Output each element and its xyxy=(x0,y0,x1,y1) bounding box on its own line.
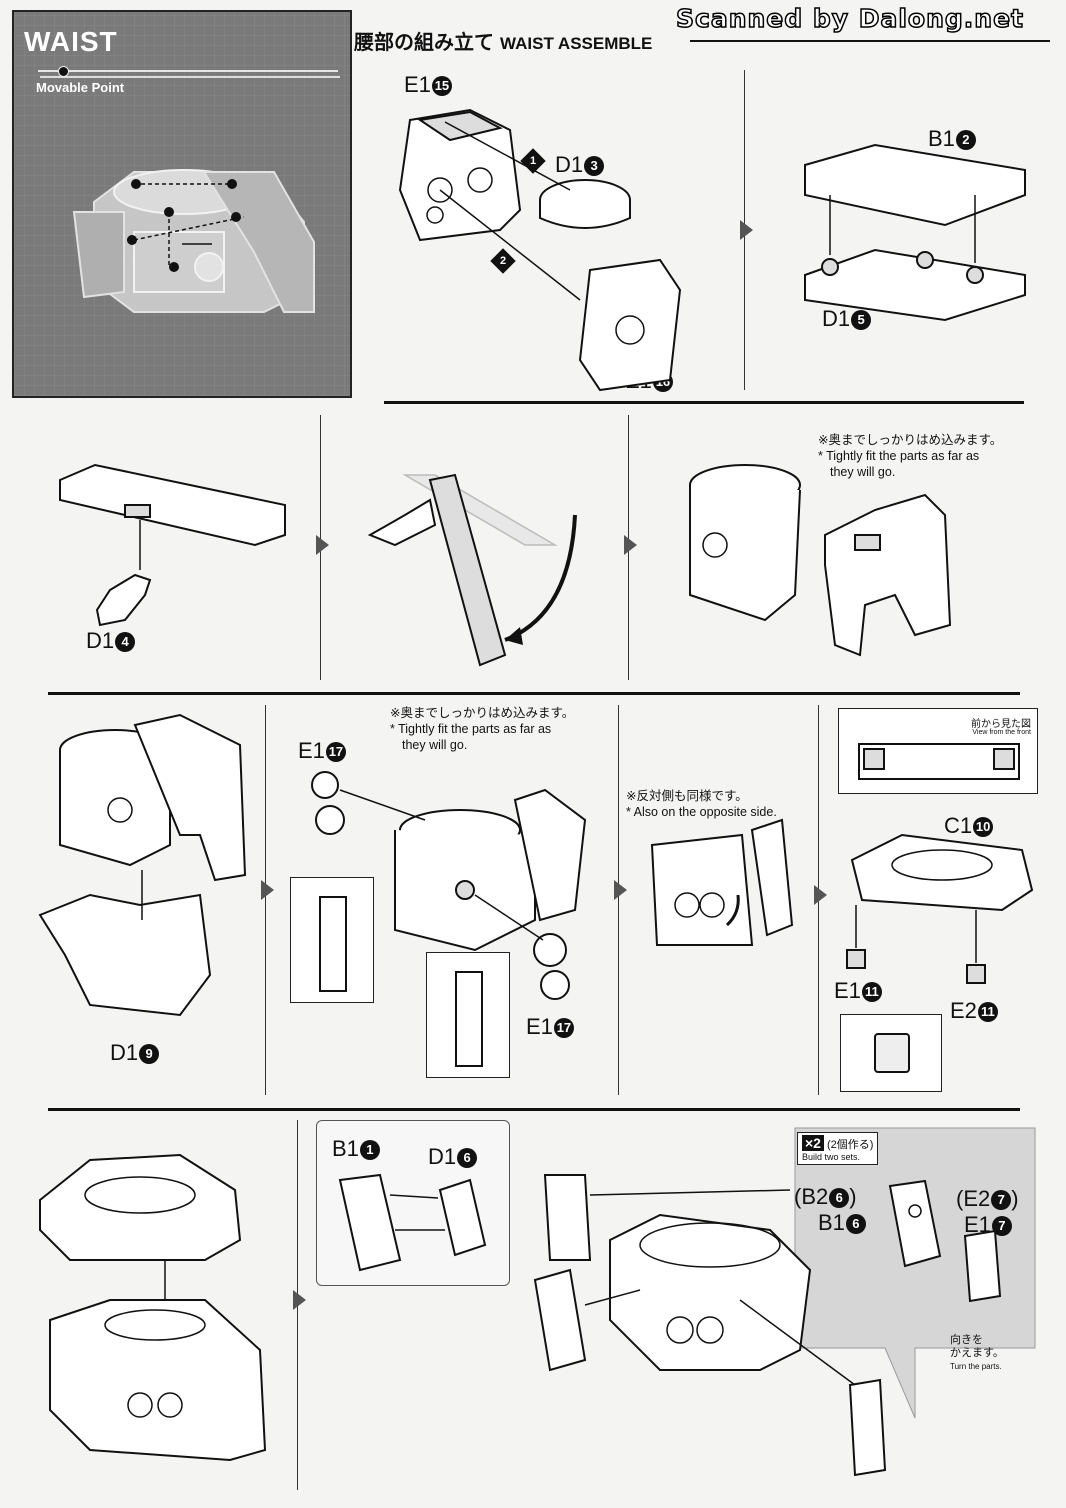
x2-label: ×2 xyxy=(802,1135,824,1151)
section-divider-3 xyxy=(48,1108,1020,1111)
page-title-en: WAIST ASSEMBLE xyxy=(500,34,653,53)
next-step-arrow xyxy=(740,220,753,240)
title-divider xyxy=(38,70,338,72)
step12-callout-diagram xyxy=(888,1179,1002,1303)
step2-diagram xyxy=(804,143,1026,322)
build-two-sets-badge: ×2(2個作る) Build two sets. xyxy=(797,1132,879,1165)
step11-diagram xyxy=(338,1173,487,1272)
step9-diagram xyxy=(846,833,1034,984)
page-title: 腰部の組み立て WAIST ASSEMBLE xyxy=(354,26,652,55)
panel-subtitle: Movable Point xyxy=(36,80,125,95)
step5-diagram xyxy=(689,464,952,657)
step4-diagram xyxy=(367,473,577,667)
front-view-en: View from the front xyxy=(972,729,1031,736)
step7-diagram xyxy=(311,771,587,1000)
next-step-arrow xyxy=(814,885,827,905)
step-divider xyxy=(265,705,266,1095)
detail-box-1 xyxy=(290,877,374,1003)
movable-point-dot xyxy=(58,66,69,77)
next-step-arrow xyxy=(261,880,274,900)
next-step-arrow xyxy=(316,535,329,555)
step6-diagram xyxy=(38,713,247,1017)
detail-box-2 xyxy=(426,952,510,1078)
callout-bubble xyxy=(794,1127,1036,1419)
front-view-box: 前から見た図 View from the front xyxy=(838,708,1038,794)
next-step-arrow xyxy=(614,880,627,900)
page-title-ja: 腰部の組み立て xyxy=(354,30,494,54)
step1-diagram xyxy=(398,108,682,392)
front-view-diagram xyxy=(858,743,1020,780)
step10-diagram xyxy=(39,1153,267,1462)
turn-parts-note: 向きを かえます。 Turn the parts. xyxy=(950,1334,1004,1371)
scan-credit: Scanned by Dalong.net xyxy=(675,3,1025,34)
next-step-arrow xyxy=(624,535,637,555)
section-divider-1 xyxy=(384,401,1024,404)
step3-diagram xyxy=(59,463,286,627)
step8-note: ※反対側も同様です。 * Also on the opposite side. xyxy=(626,789,777,819)
step12-diagram xyxy=(533,1174,887,1477)
section-divider-2 xyxy=(48,692,1020,695)
step7-note: ※奥までしっかりはめ込みます。 * Tightly fit the parts … xyxy=(390,706,575,752)
waist-preview-illustration xyxy=(72,169,315,313)
step8-diagram xyxy=(650,818,794,946)
step5-note: ※奥までしっかりはめ込みます。 * Tightly fit the parts … xyxy=(818,433,1003,479)
panel-title: WAIST xyxy=(24,26,118,57)
step-divider xyxy=(618,705,619,1095)
next-step-arrow xyxy=(293,1290,306,1310)
front-view-ja: 前から見た図 xyxy=(971,719,1031,730)
waist-movable-point-panel xyxy=(12,10,352,398)
detail-box-3 xyxy=(840,1014,942,1092)
title-underline xyxy=(690,40,1050,42)
